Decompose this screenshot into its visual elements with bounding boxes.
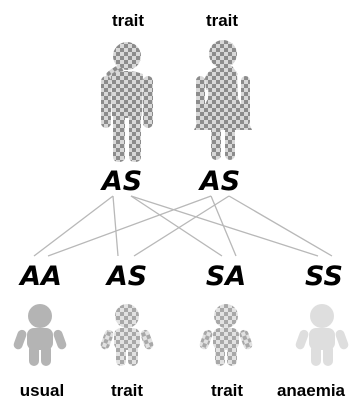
parent-2-label: trait (206, 11, 238, 30)
line-p2-a-to-aa (47, 195, 212, 257)
line-p2-a-to-sa (210, 195, 237, 257)
line-p1-a-to-as (112, 195, 119, 257)
line-p2-s-to-ss (228, 195, 333, 257)
child-1-figure-icon (13, 304, 67, 366)
child-3-genotype: SA (206, 261, 246, 292)
child-3-label: trait (211, 381, 243, 400)
line-p2-s-to-as (133, 195, 230, 257)
child-2-label: trait (111, 381, 143, 400)
child-4-genotype: SS (305, 261, 343, 292)
male-figure-icon (101, 42, 153, 162)
child-2-figure-icon (100, 304, 154, 366)
line-p1-s-to-sa (130, 195, 223, 257)
parent-1-genotype: AS (100, 166, 142, 197)
child-2-genotype: AS (105, 261, 147, 292)
line-p1-s-to-ss (130, 195, 319, 257)
line-p1-a-to-aa (33, 195, 114, 257)
child-4-label: anaemia (277, 381, 346, 400)
child-3-figure-icon (199, 304, 253, 366)
child-1-genotype: AA (18, 261, 62, 292)
parent-1-label: trait (112, 11, 144, 30)
inheritance-lines (33, 195, 333, 257)
child-1-label: usual (20, 381, 64, 400)
female-figure-icon (194, 40, 252, 160)
child-4-figure-icon (295, 304, 349, 366)
parent-2-genotype: AS (198, 166, 240, 197)
